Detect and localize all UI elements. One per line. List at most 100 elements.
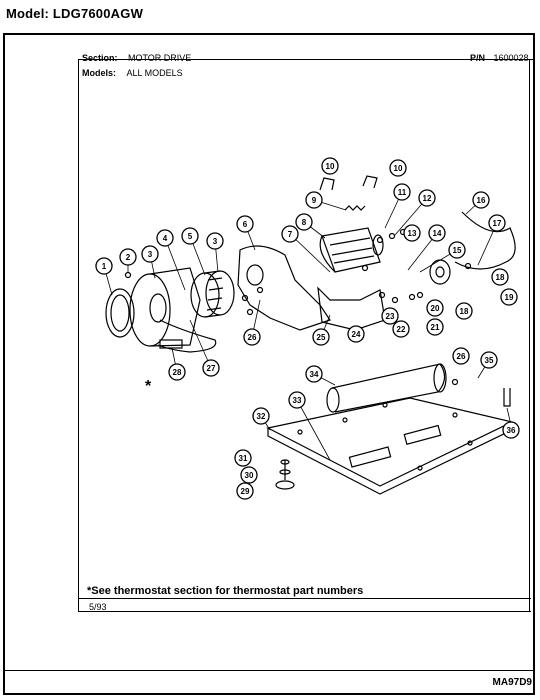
callout-circle	[252, 407, 270, 425]
motor-mount	[317, 286, 386, 331]
callout-number: 35	[485, 356, 494, 365]
callout-circle	[403, 224, 421, 242]
callout-circle	[236, 215, 254, 233]
callout-number: 13	[408, 229, 417, 238]
leveling-bracket	[503, 388, 511, 407]
callout-circle	[389, 159, 407, 177]
base-plate	[266, 397, 514, 495]
callout-number: 28	[173, 368, 182, 377]
models-label: Models:	[82, 68, 117, 78]
callout-circle	[480, 351, 498, 369]
callout-number: 36	[507, 426, 516, 435]
callout-circle	[234, 449, 252, 467]
drive-motor	[319, 227, 384, 273]
page-frame	[3, 33, 535, 695]
callout-number: 26	[248, 333, 257, 342]
footer-divider	[3, 670, 535, 671]
callout-circle	[428, 224, 446, 242]
models-row: Models: ALL MODELS	[82, 63, 183, 81]
models-value: ALL MODELS	[126, 68, 183, 78]
callout-number: 6	[243, 220, 248, 229]
diagram-right-border	[529, 59, 530, 612]
callout-number: 32	[257, 412, 266, 421]
model-number: LDG7600AGW	[52, 6, 144, 21]
callout-number: 1	[102, 262, 107, 271]
callout-circle	[305, 191, 323, 209]
pn-label: P/N	[470, 53, 486, 63]
callout-circle	[288, 391, 306, 409]
callout-circle	[202, 359, 220, 377]
callout-number: 15	[453, 246, 462, 255]
callout-number: 3	[148, 250, 153, 259]
callout-number: 20	[431, 304, 440, 313]
callout-circle	[426, 318, 444, 336]
revision-date: 5/93	[89, 602, 107, 612]
callout-circle	[500, 288, 518, 306]
callout-number: 8	[302, 218, 307, 227]
front-bearing-ring	[105, 288, 135, 338]
callout-number: 29	[241, 487, 250, 496]
callout-number: 10	[394, 164, 403, 173]
section-label: Section:	[82, 53, 118, 63]
callout-number: 19	[505, 293, 514, 302]
wire-loop	[157, 319, 217, 353]
callout-circle	[206, 232, 224, 250]
section-value: MOTOR DRIVE	[127, 53, 192, 63]
callout-circle	[426, 299, 444, 317]
callout-number: 7	[288, 230, 293, 239]
exhaust-duct	[326, 363, 447, 413]
callout-circle	[393, 183, 411, 201]
callout-circle	[502, 421, 520, 439]
callout-number: 33	[293, 396, 302, 405]
idler-spring	[344, 205, 366, 211]
callout-number: 30	[245, 471, 254, 480]
header-divider	[78, 59, 533, 60]
callout-number: 34	[310, 370, 319, 379]
callout-circle	[141, 245, 159, 263]
callout-circle	[418, 189, 436, 207]
thermostat-bracket	[159, 339, 183, 349]
callout-number: 27	[207, 364, 216, 373]
callout-circle	[488, 214, 506, 232]
section-row: Section: MOTOR DRIVE	[82, 48, 191, 66]
callout-circle	[236, 482, 254, 500]
callout-number: 17	[493, 219, 502, 228]
pn-value: 1600028	[493, 53, 529, 63]
callout-circle	[321, 157, 339, 175]
callout-circle	[95, 257, 113, 275]
footnote-divider	[78, 598, 531, 599]
callout-circle	[381, 307, 399, 325]
callout-circle	[243, 328, 261, 346]
callout-circle	[452, 347, 470, 365]
diagram-code: MA97D9	[492, 677, 532, 688]
callout-number: 18	[460, 307, 469, 316]
thermostat-asterisk: *	[145, 378, 152, 395]
pn-row: P/N 1600028	[470, 48, 530, 66]
callout-number: 25	[317, 333, 326, 342]
callout-circle	[119, 248, 137, 266]
motor-clip-right	[362, 175, 378, 189]
callout-number: 23	[386, 312, 395, 321]
callout-circle	[181, 227, 199, 245]
callout-number: 12	[423, 194, 432, 203]
diagram-bottom-border	[78, 611, 531, 612]
callout-number: 2	[126, 253, 131, 262]
idler-pulley	[429, 259, 451, 285]
callout-circle	[448, 241, 466, 259]
callout-number: 18	[496, 273, 505, 282]
callout-number: 9	[312, 196, 317, 205]
callout-number: 3	[213, 237, 218, 246]
callout-circle	[455, 302, 473, 320]
callout-circle	[305, 365, 323, 383]
model-label: Model:	[6, 6, 50, 21]
footnote: *See thermostat section for thermostat p…	[87, 585, 364, 597]
callout-number: 24	[352, 330, 361, 339]
drive-belt	[454, 211, 516, 270]
blower-housing-back	[237, 245, 331, 331]
callout-number: 31	[239, 454, 248, 463]
callout-circle	[347, 325, 365, 343]
leveling-leg	[275, 459, 295, 490]
callout-number: 5	[188, 232, 193, 241]
